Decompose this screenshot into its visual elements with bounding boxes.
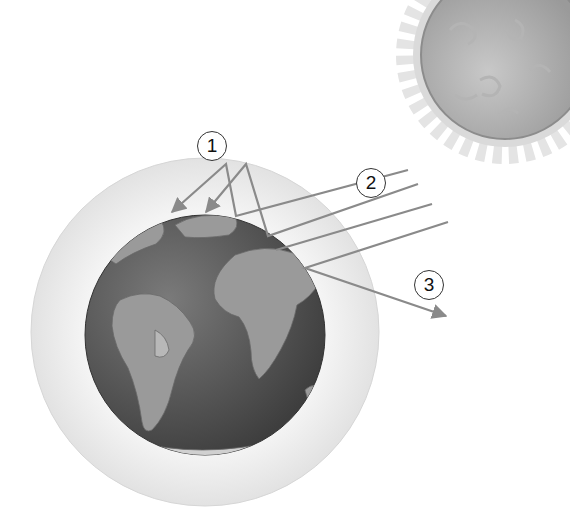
europe (175, 215, 237, 237)
antarctica (130, 440, 280, 470)
sun-corona (413, 0, 570, 147)
north-america (100, 218, 164, 265)
callout-number: 1 (197, 131, 227, 161)
south-america-highland (155, 330, 169, 357)
callout-number: 2 (356, 168, 386, 198)
earth-globe (85, 215, 325, 455)
sun (405, 0, 570, 155)
ray-absorbed (276, 204, 432, 250)
madagascar (305, 385, 323, 404)
callout-number: 3 (414, 270, 444, 300)
radiation-rays (172, 164, 448, 316)
earth (85, 215, 325, 470)
south-america (112, 294, 195, 431)
sun-texture (450, 20, 550, 115)
sun-disc (421, 0, 570, 139)
ray-reflected (172, 164, 408, 216)
ray-to-space (305, 222, 448, 316)
ray-reflected (206, 164, 418, 236)
sun-flames (405, 0, 570, 155)
atmosphere (31, 158, 379, 506)
